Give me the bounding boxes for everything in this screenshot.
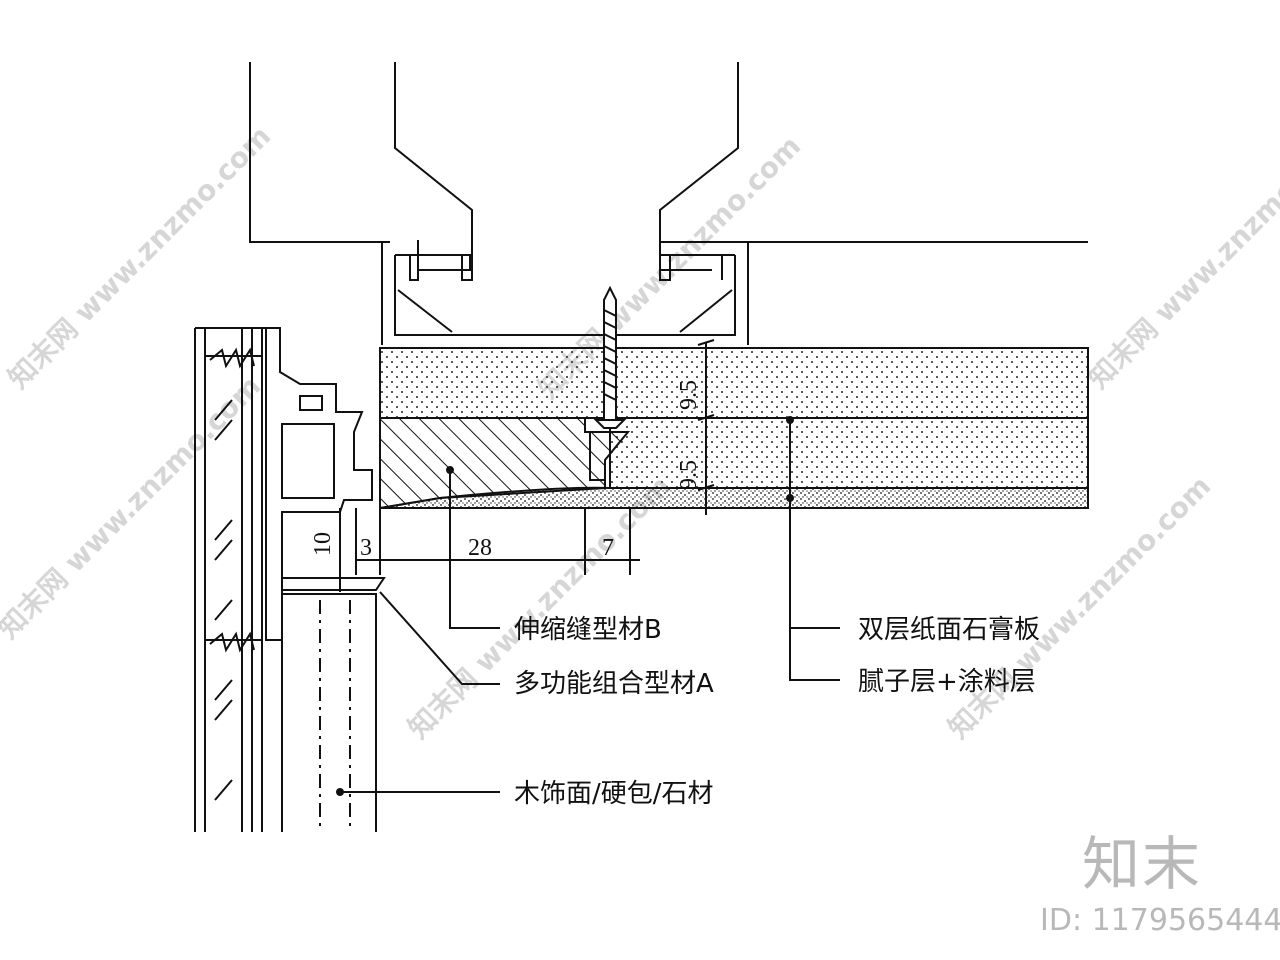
keel-right-lip xyxy=(659,254,735,271)
keel-diagonal-right xyxy=(679,289,733,333)
dim-label-28: 28 xyxy=(468,535,492,561)
keel-inner xyxy=(394,255,736,336)
upper-left-channel xyxy=(394,62,473,281)
dim-label-9-5-bottom: 9.5 xyxy=(676,460,702,490)
label-double-gypsum-board: 双层纸面石膏板 xyxy=(858,615,1040,645)
watermark-text: 知末网 www.znzmo.com xyxy=(0,369,267,645)
dim-vertical-ticks xyxy=(697,339,715,491)
leader-dot-putty xyxy=(786,494,794,502)
leader-profile-b xyxy=(449,470,500,629)
drawing-lines xyxy=(194,62,1089,832)
leader-dot-profile-b xyxy=(446,466,454,474)
leader-dot-finish xyxy=(336,788,344,796)
dim-label-7: 7 xyxy=(602,535,614,561)
expansion-profile-b xyxy=(379,417,631,510)
dim-ticks xyxy=(355,508,631,575)
gypsum-board-top xyxy=(379,347,1089,419)
profile-a-outline xyxy=(265,327,373,641)
keel-diagonal-left xyxy=(397,289,453,333)
watermark-text: 知末网 www.znzmo.com xyxy=(942,469,1218,745)
anchor-bottom xyxy=(205,631,263,653)
profile-a-lower xyxy=(282,577,386,591)
label-wood-finish: 木饰面/硬包/石材 xyxy=(514,779,714,809)
screw-head xyxy=(593,419,627,429)
watermark-text: 知末网 www.znzmo.com xyxy=(402,469,678,745)
label-expansion-profile-b: 伸缩缝型材B xyxy=(514,615,662,645)
wood-finish-panel xyxy=(281,593,377,832)
dim-label-3: 3 xyxy=(360,535,372,561)
wood-finish-centerline xyxy=(319,600,351,832)
dim-label-10: 10 xyxy=(310,532,336,556)
anchor-top xyxy=(205,347,263,369)
profile-b-slot xyxy=(589,432,605,481)
profile-a-cavity xyxy=(281,423,335,499)
screw-threads xyxy=(603,309,617,401)
label-multifunction-profile-a: 多功能组合型材A xyxy=(514,669,714,699)
keel-outer xyxy=(381,242,749,345)
wall-line-left xyxy=(194,328,263,832)
gypsum-board-bottom xyxy=(609,417,1089,489)
watermark-text: 知末网 www.znzmo.com xyxy=(1082,119,1280,395)
brand-logo: 知末 xyxy=(1082,830,1202,898)
glass-hatch xyxy=(214,399,233,801)
leader-putty xyxy=(789,498,840,681)
leader-profile-a xyxy=(379,591,500,685)
brand-id: ID: 1179565444 xyxy=(1040,903,1280,938)
label-putty-paint-layer: 腻子层+涂料层 xyxy=(858,667,1036,697)
dim-label-9-5-top: 9.5 xyxy=(676,380,702,410)
leader-dot-gypsum xyxy=(786,416,794,424)
upper-frame-outline xyxy=(249,62,390,243)
keel-left-lip xyxy=(395,254,471,271)
profile-a-clip xyxy=(299,395,323,411)
